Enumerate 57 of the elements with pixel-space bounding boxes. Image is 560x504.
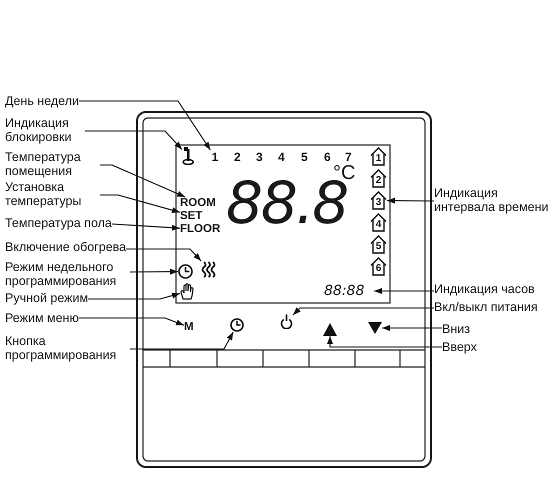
display-label: FLOOR	[180, 223, 222, 236]
callout-label: Индикация интервала времени	[434, 186, 558, 214]
callout-label: Включение обогрева	[5, 240, 126, 254]
callout-label: Вкл/выкл питания	[434, 300, 538, 314]
interval-house-indicator: 4	[370, 213, 387, 232]
leader-line	[382, 325, 442, 331]
display-label: M	[184, 321, 196, 334]
leader-line	[126, 248, 202, 262]
leader-line	[88, 292, 180, 300]
hand-icon	[180, 283, 194, 300]
leader-line	[130, 268, 178, 275]
leader-line	[374, 288, 434, 294]
day-number: 5	[301, 150, 308, 164]
degree-unit: °C	[333, 166, 356, 180]
leader-line	[100, 194, 180, 214]
clock-icon	[178, 264, 193, 279]
triangle-icon	[323, 323, 337, 336]
callout-label: Установка температуры	[5, 180, 100, 208]
leader-line	[327, 336, 442, 348]
interval-house-indicator: 6	[370, 257, 387, 276]
callout-label: Индикация часов	[434, 282, 535, 296]
callout-label: Температура пола	[5, 216, 112, 230]
leader-line	[85, 130, 182, 150]
leader-line	[112, 223, 180, 231]
display-label: SET	[180, 210, 210, 223]
day-number: 7	[345, 150, 352, 164]
callout-label: Ручной режим	[5, 291, 88, 305]
triangle-icon	[368, 322, 382, 334]
interval-house-indicator: 5	[370, 235, 387, 254]
day-number: 6	[324, 150, 331, 164]
callout-label: Индикация блокировки	[5, 116, 85, 144]
callout-label: Температура помещения	[5, 150, 100, 178]
day-number: 3	[256, 150, 263, 164]
leader-line	[292, 307, 434, 316]
clock-icon	[230, 318, 244, 332]
power-icon	[280, 314, 293, 329]
leader-line	[130, 332, 234, 350]
leader-line	[79, 100, 211, 150]
day-number: 1	[210, 150, 220, 164]
interval-house-indicator: 1	[370, 147, 387, 166]
callout-label: Вверх	[442, 340, 477, 354]
heat-waves-icon	[201, 261, 217, 278]
clock-digits: 88:88	[324, 282, 374, 300]
leader-line	[100, 164, 186, 198]
callout-label: Режим недельного программирования	[5, 260, 130, 288]
callout-label: День недели	[5, 94, 79, 108]
display-label: ROOM	[180, 197, 220, 210]
callout-label: Кнопка программирования	[5, 334, 130, 362]
interval-house-indicator: 2	[370, 169, 387, 188]
day-number: 2	[234, 150, 241, 164]
key-icon	[182, 147, 194, 165]
callout-label: Вниз	[442, 322, 470, 336]
callout-label: Режим меню	[5, 311, 79, 325]
leader-line	[78, 317, 184, 326]
interval-house-indicator: 3	[370, 191, 387, 210]
day-number: 4	[278, 150, 285, 164]
leader-line	[387, 198, 434, 204]
